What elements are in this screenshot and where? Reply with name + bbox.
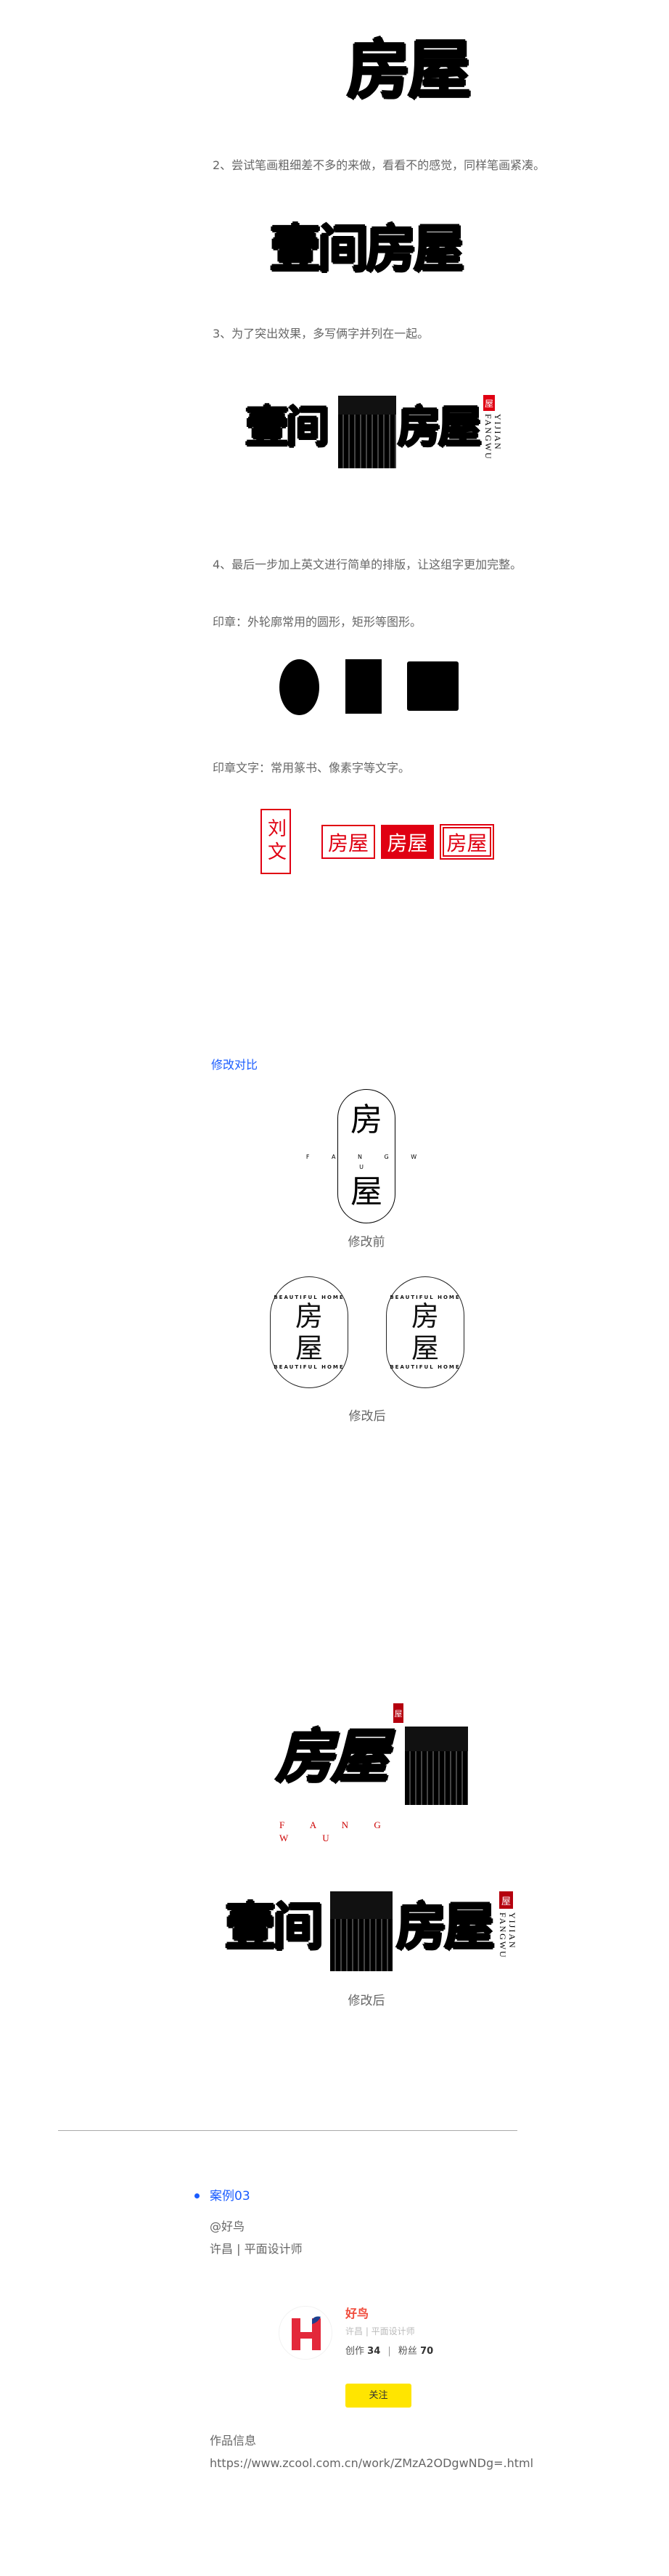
- brush-logo: 房屋: [276, 1723, 389, 1790]
- fans-label: 粉丝: [398, 2346, 417, 2357]
- brush-seal: 屋: [393, 1703, 403, 1723]
- brush-english-1: F A N G: [279, 1819, 393, 1830]
- seal-sample-vertical: 刘文: [260, 809, 291, 874]
- after-caption: 修改后: [348, 1409, 386, 1424]
- logo-yijian-fangwu: 壹间房屋: [270, 219, 464, 279]
- ellipse-shape: [279, 659, 319, 715]
- rectangle-shape: [345, 659, 382, 714]
- follow-button[interactable]: 关注: [345, 2384, 411, 2408]
- avatar-logo-icon: [292, 2316, 321, 2350]
- case-meta: 许昌 | 平面设计师: [210, 2242, 303, 2256]
- info-label: 作品信息: [210, 2434, 257, 2447]
- after-badge-2: BEAUTIFUL HOME 房 屋 BEAUTIFUL HOME: [386, 1276, 464, 1388]
- stats-separator: |: [387, 2346, 391, 2357]
- ring-text: BEAUTIFUL HOME: [390, 1295, 461, 1300]
- door-illustration: [405, 1727, 468, 1805]
- door-illustration: [330, 1891, 393, 1971]
- before-top-char: 房: [350, 1101, 382, 1138]
- profile-name[interactable]: 好鸟: [345, 2307, 369, 2320]
- before-caption: 修改前: [348, 1235, 385, 1250]
- bullet-dot: [194, 2193, 200, 2198]
- pill-logo-before: [337, 1089, 395, 1223]
- seal-text-text: 印章文字：常用篆书、像素字等文字。: [213, 761, 411, 775]
- seal-sample-double: 房屋: [440, 824, 494, 860]
- fans-count: 70: [420, 2346, 434, 2357]
- english-vertical: YIJIAN FANGWU: [483, 414, 503, 460]
- after-badge-1: BEAUTIFUL HOME 房 屋 BEAUTIFUL HOME: [270, 1276, 348, 1388]
- logo-left-chars: 壹间: [245, 402, 329, 453]
- badge-char-bottom: 屋: [411, 1332, 439, 1364]
- final-logo-right: 房屋: [396, 1897, 495, 1957]
- seal-shapes-text: 印章：外轮廓常用的圆形，矩形等图形。: [213, 615, 422, 629]
- rounded-square-shape: [407, 661, 459, 711]
- profile-meta: 许昌 | 平面设计师: [345, 2326, 415, 2336]
- case-author: @好鸟: [210, 2220, 245, 2233]
- ring-text: BEAUTIFUL HOME: [274, 1364, 345, 1370]
- logo-right-chars: 房屋: [398, 402, 482, 453]
- step-2-text: 2、尝试笔画粗细差不多的来做，看看不的感觉，同样笔画紧凑。: [213, 158, 546, 172]
- ring-text: BEAUTIFUL HOME: [274, 1295, 345, 1300]
- door-illustration: [338, 396, 396, 468]
- divider: [58, 2130, 517, 2131]
- seal-sample-filled: 房屋: [381, 825, 434, 859]
- logo-fangwu-top: 房屋: [347, 33, 472, 107]
- final-english-vertical: YIJIAN FANGWU: [498, 1912, 517, 1959]
- brush-english-2: W U: [279, 1833, 345, 1843]
- info-url[interactable]: https://www.zcool.com.cn/work/ZMzA2ODgwN…: [210, 2456, 534, 2470]
- badge-char-top: 房: [411, 1300, 439, 1332]
- before-english: F A N G W U: [305, 1154, 427, 1170]
- case-title: 案例03: [210, 2189, 250, 2204]
- compare-title: 修改对比: [211, 1058, 258, 1072]
- step-4-text: 4、最后一步加上英文进行简单的排版，让这组字更加完整。: [213, 558, 522, 571]
- badge-char-top: 房: [295, 1300, 323, 1332]
- before-bottom-char: 屋: [350, 1173, 382, 1210]
- seal-sample-outline: 房屋: [321, 825, 375, 859]
- works-label: 创作: [345, 2346, 365, 2357]
- final-caption: 修改后: [348, 1994, 385, 2008]
- ring-text: BEAUTIFUL HOME: [390, 1364, 461, 1370]
- step-3-text: 3、为了突出效果，多写俩字并列在一起。: [213, 327, 430, 341]
- final-seal: 屋: [499, 1891, 513, 1909]
- badge-char-bottom: 屋: [295, 1332, 323, 1364]
- avatar[interactable]: [279, 2306, 332, 2360]
- works-count: 34: [367, 2346, 381, 2357]
- profile-stats: 创作 34 | 粉丝 70: [345, 2346, 433, 2357]
- final-logo-left: 壹间: [225, 1897, 324, 1957]
- seal-mark: 屋: [483, 395, 495, 411]
